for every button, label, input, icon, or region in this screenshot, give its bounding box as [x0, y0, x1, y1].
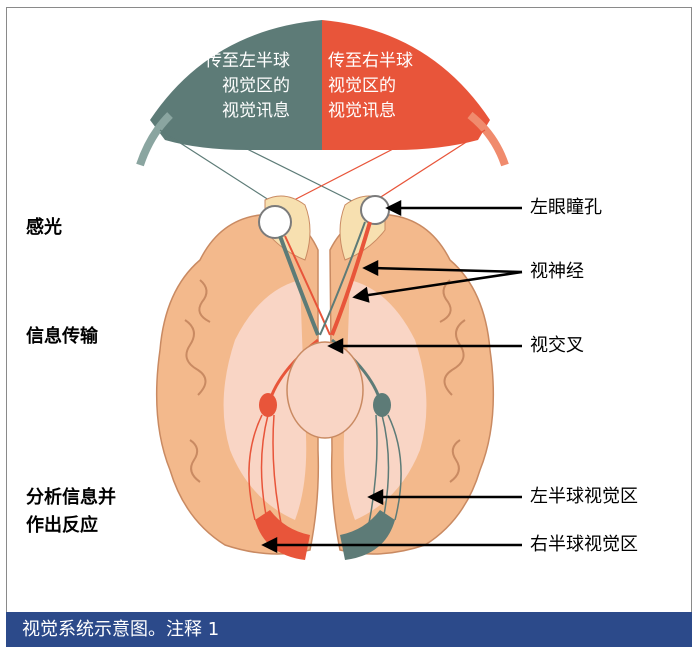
stage-analysis-line1: 分析信息并	[26, 487, 116, 508]
right-field-text-1: 传至右半球	[328, 51, 413, 71]
figure-caption: 视觉系统示意图。注释 1	[6, 612, 692, 647]
label-optic-nerve: 视神经	[530, 261, 584, 282]
label-left-visual-cortex: 左半球视觉区	[530, 486, 638, 507]
midbrain	[286, 341, 364, 439]
right-eye	[360, 195, 390, 225]
right-field-arc	[467, 111, 509, 167]
optic-nerve-left	[278, 235, 320, 336]
stage-perception: 感光	[26, 217, 62, 238]
left-eye	[258, 205, 292, 239]
right-visual-cortex	[255, 510, 310, 560]
right-field-text-2: 视觉区的	[328, 76, 396, 96]
left-field-text-1: 传至左半球	[205, 51, 290, 71]
left-visual-cortex	[340, 510, 395, 560]
label-optic-chiasm: 视交叉	[530, 335, 584, 356]
right-field-text-3: 视觉讯息	[328, 101, 396, 121]
left-field-arc	[136, 112, 173, 167]
stage-transmission: 信息传输	[26, 326, 98, 347]
left-field-text-3: 视觉讯息	[222, 101, 290, 121]
left-visual-field	[150, 20, 322, 150]
optic-nerve-right	[330, 221, 372, 336]
lgn-left	[259, 393, 277, 417]
left-field-text-2: 视觉区的	[222, 76, 290, 96]
right-visual-field	[322, 20, 490, 150]
stage-analysis-line2: 作出反应	[26, 515, 98, 536]
annotation-arrows	[261, 199, 523, 554]
label-right-visual-cortex: 右半球视觉区	[530, 534, 638, 555]
lgn-right	[373, 393, 391, 417]
label-left-pupil: 左眼瞳孔	[530, 197, 602, 218]
